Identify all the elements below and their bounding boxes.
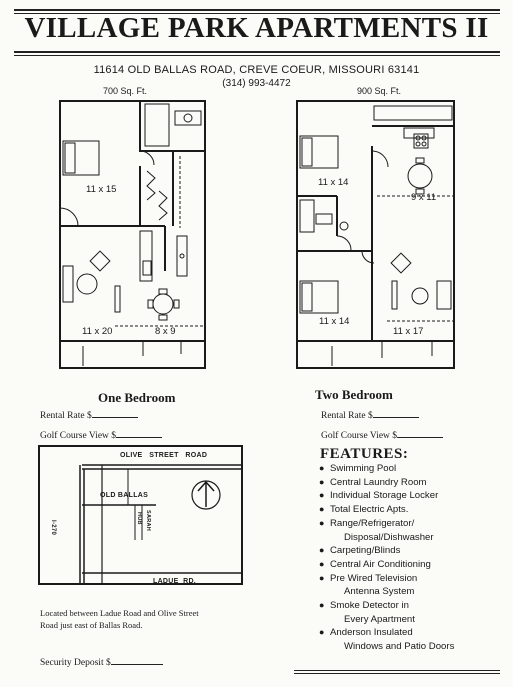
header-rule-bottom — [14, 51, 500, 53]
bullet-icon: ● — [319, 476, 325, 487]
bullet-icon: ● — [319, 463, 325, 473]
header-rule-bottom-thin — [14, 55, 500, 56]
header-rule-top — [14, 9, 500, 11]
feature-text: Pre Wired Television — [330, 572, 418, 584]
feature-item: ● Swimming Pool — [318, 462, 498, 476]
header-rule-top-thin — [14, 13, 500, 14]
room-label: 11 x 14 — [319, 316, 350, 327]
feature-item: ● Carpeting/Blinds — [318, 544, 498, 558]
feature-text: Central Laundry Room — [330, 476, 427, 488]
room-label: 11 x 20 — [82, 326, 113, 337]
feature-text: Every Apartment — [344, 613, 415, 625]
map-label-i270: I-270 — [50, 520, 56, 536]
room-label: 11 x 14 — [318, 177, 349, 188]
feature-item: Disposal/Dishwasher — [318, 531, 498, 545]
address: 11614 OLD BALLAS ROAD, CREVE COEUR, MISS… — [93, 64, 420, 76]
golf-view-label: Golf Course View $ — [321, 431, 398, 441]
phone-number: (314) 993-4472 — [222, 78, 291, 89]
feature-item: ● Central Air Conditioning — [318, 558, 498, 572]
feature-text: Carpeting/Blinds — [330, 545, 401, 557]
one-bedroom-size: 700 Sq. Ft. — [103, 86, 148, 96]
room-label: 9 x 11 — [411, 192, 437, 203]
bullet-icon: ● — [319, 558, 325, 569]
feature-item: ● Smoke Detector in — [318, 599, 498, 613]
bullet-icon: ● — [319, 490, 325, 501]
map-caption: Located between Ladue Road and Olive Str… — [40, 607, 199, 631]
feature-item: ● Total Electric Apts. — [318, 503, 498, 517]
two-bedroom-size: 900 Sq. Ft. — [357, 86, 402, 96]
two-bedroom-heading: Two Bedroom — [315, 387, 393, 402]
bullet-icon: ● — [319, 517, 325, 528]
feature-text: Central Air Conditioning — [330, 558, 431, 570]
map-label-ladue: LADUE RD. — [153, 578, 197, 585]
security-deposit-blank[interactable] — [110, 655, 163, 665]
rental-rate-label: Rental Rate $ — [321, 411, 373, 421]
feature-text: Disposal/Dishwasher — [344, 531, 434, 543]
map-label-olive: OLIVE STREET ROAD — [120, 452, 208, 459]
security-deposit-label: Security Deposit $ — [40, 658, 111, 668]
room-label: 8 x 9 — [155, 326, 176, 337]
room-label: 11 x 17 — [393, 326, 424, 337]
one-bedroom-floorplan — [59, 100, 206, 369]
bullet-icon: ● — [319, 545, 325, 556]
map-label-hub: HUB — [136, 512, 142, 525]
two-bedroom-golf-view: Golf Course View $ — [321, 428, 444, 441]
map-label-sarah: SARAH — [145, 510, 151, 532]
feature-item: ● Range/Refrigerator/ — [318, 517, 498, 531]
two-bedroom-rental-rate: Rental Rate $ — [321, 408, 419, 421]
footer-rule-bottom — [294, 673, 500, 674]
feature-text: Antenna System — [344, 586, 415, 598]
feature-text: Windows and Patio Doors — [344, 641, 455, 653]
one-bedroom-rental-rate: Rental Rate $ — [40, 408, 138, 421]
two-bedroom-floorplan — [296, 100, 455, 369]
one-bedroom-golf-view: Golf Course View $ — [40, 428, 163, 441]
one-bedroom-heading: One Bedroom — [98, 390, 176, 405]
bullet-icon: ● — [319, 600, 325, 611]
feature-item: ● Pre Wired Television — [318, 572, 498, 586]
feature-text: Range/Refrigerator/ — [330, 517, 415, 529]
golf-view-blank[interactable] — [116, 428, 163, 438]
page-title: VILLAGE PARK APARTMENTS II — [24, 12, 489, 44]
rental-rate-blank[interactable] — [91, 408, 138, 418]
map-caption-line: Located between Ladue Road and Olive Str… — [40, 608, 199, 618]
feature-text: Smoke Detector in — [330, 600, 409, 612]
feature-item: ● Central Laundry Room — [318, 476, 498, 490]
feature-item: Every Apartment — [318, 613, 498, 627]
bullet-icon: ● — [319, 572, 325, 583]
golf-view-label: Golf Course View $ — [40, 431, 117, 441]
bullet-icon: ● — [319, 627, 325, 638]
feature-item: ● Individual Storage Locker — [318, 489, 498, 503]
feature-text: Anderson Insulated — [330, 627, 413, 639]
feature-item: Windows and Patio Doors — [318, 640, 498, 654]
rental-rate-label: Rental Rate $ — [40, 411, 92, 421]
feature-item: ● Anderson Insulated — [318, 626, 498, 640]
footer-rule — [294, 670, 500, 671]
feature-text: Individual Storage Locker — [330, 490, 439, 502]
features-list: ● Swimming Pool ● Central Laundry Room ● Indi… — [318, 462, 498, 654]
map-caption-line: Road just east of Ballas Road. — [40, 620, 143, 630]
map-label-old-ballas: OLD BALLAS — [100, 492, 149, 499]
feature-text: Swimming Pool — [330, 463, 397, 474]
feature-item: Antenna System — [318, 585, 498, 599]
feature-text: Total Electric Apts. — [330, 504, 409, 516]
features-title: FEATURES: — [320, 446, 409, 462]
location-map — [38, 445, 243, 585]
rental-rate-blank[interactable] — [372, 408, 419, 418]
bullet-icon: ● — [319, 504, 325, 515]
security-deposit: Security Deposit $ — [40, 655, 163, 668]
golf-view-blank[interactable] — [397, 428, 444, 438]
room-label: 11 x 15 — [86, 184, 117, 195]
